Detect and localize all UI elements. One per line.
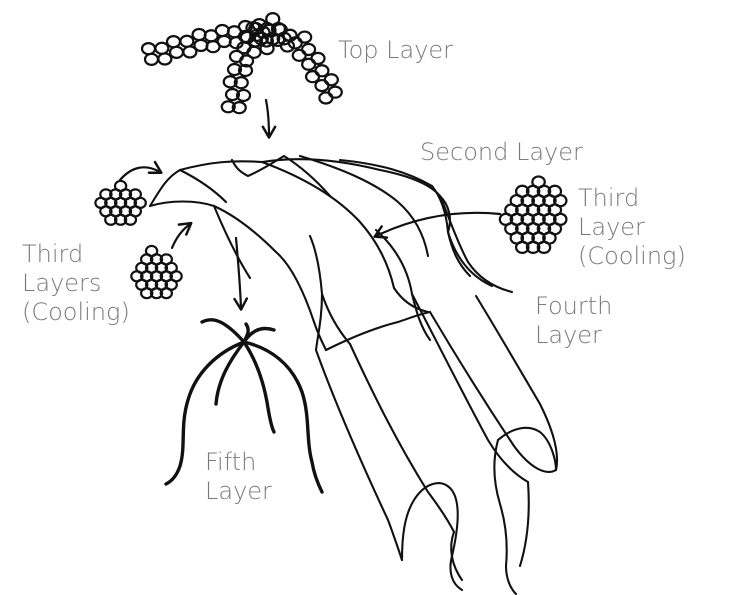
third-layer-left-lower-beads — [131, 246, 181, 298]
bead — [180, 36, 193, 47]
bead — [325, 74, 338, 85]
label-top-layer: Top Layer — [338, 36, 453, 65]
label-fifth-layer: Fifth Layer — [205, 448, 272, 506]
third-layer-right-beads — [500, 176, 567, 252]
arrow-left-lower — [172, 224, 190, 248]
bead — [312, 53, 325, 64]
arrow-right-in — [376, 213, 500, 236]
bead — [315, 80, 328, 91]
bead — [319, 92, 332, 103]
bead — [142, 43, 155, 54]
label-third-layer-right: Third Layer (Cooling) — [578, 184, 686, 271]
bead — [261, 42, 274, 54]
arrow-left-upper — [120, 167, 160, 180]
bead — [329, 87, 342, 98]
bead — [302, 59, 315, 70]
bead — [193, 29, 206, 40]
layer-sheets — [150, 156, 557, 594]
bead — [298, 32, 311, 43]
bead — [194, 40, 207, 51]
label-second-layer: Second Layer — [420, 138, 583, 167]
bead — [281, 41, 294, 52]
top-layer-beads — [142, 13, 342, 113]
bead — [218, 36, 231, 47]
bead — [158, 53, 171, 64]
third-layer-left-upper-beads — [95, 181, 145, 225]
label-fourth-layer: Fourth Layer — [535, 292, 612, 350]
bead — [145, 54, 158, 65]
arrow-top-down — [266, 100, 269, 136]
arrow-down-fifth — [236, 238, 241, 308]
bead — [155, 43, 168, 54]
bead — [167, 36, 180, 47]
bead — [170, 47, 183, 58]
label-third-layers-left: Third Layers (Cooling) — [22, 240, 130, 327]
bead — [216, 25, 229, 36]
